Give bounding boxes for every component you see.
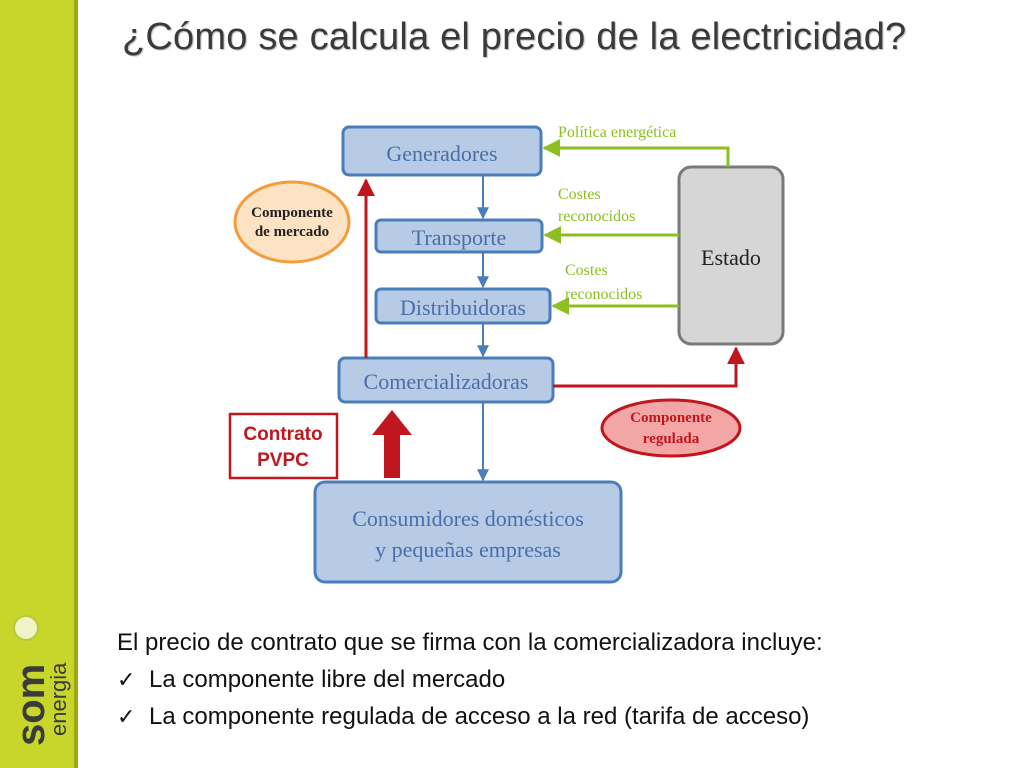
label-costes-2-line1: Costes [565, 262, 608, 279]
node-generadores-label: Generadores [386, 141, 497, 166]
som-energia-logo: som energia [9, 615, 71, 746]
badge-componente-regulada-line2: regulada [643, 431, 700, 447]
bullet-item-text: La componente regulada de acceso a la re… [149, 703, 810, 730]
node-transporte-label: Transporte [412, 225, 507, 250]
bullet-item: ✓ La componente libre del mercado [117, 661, 823, 698]
node-consumidores-label-line2: y pequeñas empresas [375, 537, 561, 562]
arrow-politica-energetica [542, 139, 730, 167]
logo-bulb-icon [13, 615, 39, 641]
badge-contrato-pvpc-line2: PVPC [257, 450, 309, 471]
badge-contrato-pvpc-line1: Contrato [243, 424, 322, 445]
page-title: ¿Cómo se calcula el precio de la electri… [122, 16, 907, 58]
arrow-comercializadoras-estado [553, 346, 745, 388]
badge-componente-mercado-line2: de mercado [255, 224, 329, 240]
node-comercializadoras [337, 356, 555, 404]
node-generadores [341, 125, 543, 177]
bullet-item: ✓ La componente regulada de acceso a la … [117, 698, 823, 735]
node-transporte [374, 218, 544, 254]
label-costes-1-line1: Costes [558, 186, 601, 203]
badge-componente-regulada-line1: Componente [630, 410, 712, 426]
body-text: El precio de contrato que se firma con l… [117, 624, 823, 735]
node-distribuidoras-label: Distribuidoras [400, 295, 526, 320]
checkmark-icon: ✓ [117, 667, 136, 692]
label-politica-energetica: Política energética [558, 124, 676, 141]
sidebar-divider [74, 0, 78, 768]
label-costes-2-line2: reconocidos [565, 286, 642, 303]
node-consumidores [313, 480, 623, 584]
body-intro: El precio de contrato que se firma con l… [117, 629, 823, 656]
node-distribuidoras [374, 287, 552, 325]
badge-componente-regulada [600, 398, 742, 458]
badge-contrato-pvpc [228, 412, 339, 480]
label-costes-1-line2: reconocidos [558, 208, 635, 225]
node-estado-label: Estado [701, 245, 761, 270]
logo-word-som: som [9, 664, 53, 746]
bullet-item-text: La componente libre del mercado [149, 666, 506, 693]
arrow-consumidores-comercializadoras [372, 410, 412, 478]
sidebar-band [0, 0, 74, 768]
checkmark-icon: ✓ [117, 704, 136, 729]
node-consumidores-label-line1: Consumidores domésticos [352, 506, 584, 531]
node-estado [677, 165, 785, 346]
node-comercializadoras-label: Comercializadoras [364, 369, 529, 394]
badge-componente-mercado-line1: Componente [251, 205, 333, 221]
price-flow-diagram: Generadores Transporte Distribuidoras Co… [228, 124, 785, 584]
logo-word-energia: energia [46, 662, 71, 736]
badge-componente-mercado [233, 180, 351, 264]
